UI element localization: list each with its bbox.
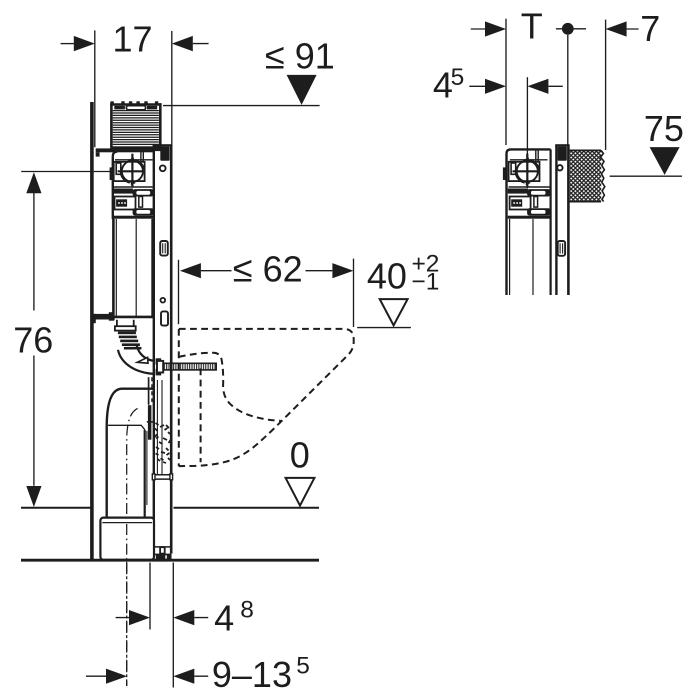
svg-text:7: 7 — [640, 8, 660, 49]
svg-text:≤ 91: ≤ 91 — [265, 35, 335, 76]
svg-text:76: 76 — [13, 319, 53, 360]
svg-text:+2: +2 — [412, 250, 440, 277]
svg-text:8: 8 — [240, 596, 254, 623]
svg-text:4: 4 — [214, 598, 234, 639]
svg-text:5: 5 — [451, 64, 465, 91]
svg-text:40: 40 — [367, 255, 407, 296]
svg-text:≤ 62: ≤ 62 — [233, 249, 303, 290]
svg-text:T: T — [521, 6, 543, 47]
svg-text:5: 5 — [296, 652, 310, 679]
svg-text:4: 4 — [433, 65, 453, 106]
svg-text:9–13: 9–13 — [212, 654, 292, 695]
svg-text:0: 0 — [290, 435, 310, 476]
svg-text:17: 17 — [112, 18, 152, 59]
svg-text:−1: −1 — [412, 268, 440, 295]
svg-text:75: 75 — [644, 108, 684, 149]
